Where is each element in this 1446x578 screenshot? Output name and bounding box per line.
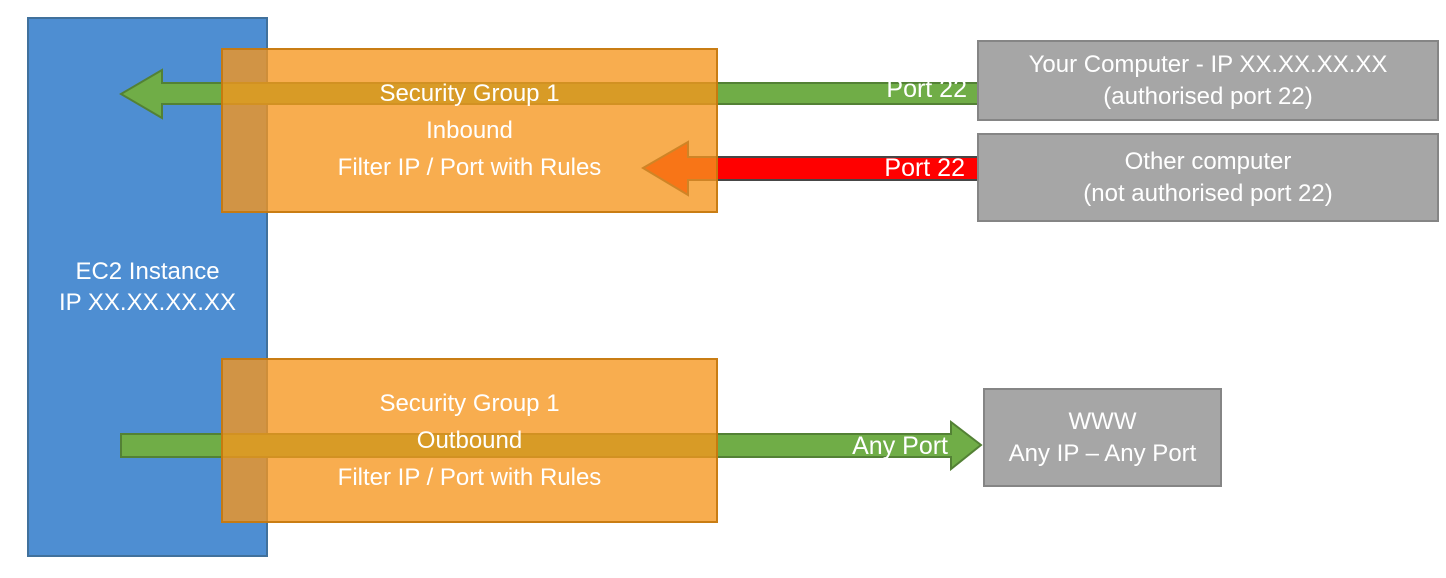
- your-computer-note: (authorised port 22): [1103, 82, 1313, 110]
- sg-inbound-direction: Inbound: [426, 117, 513, 144]
- sg-outbound-title: Security Group 1: [379, 390, 560, 417]
- sg-outbound-description: Filter IP / Port with Rules: [337, 464, 602, 491]
- sg-outbound-direction: Outbound: [416, 427, 523, 454]
- your-computer-box: Your Computer - IP XX.XX.XX.XX (authoris…: [977, 40, 1439, 121]
- security-group-inbound-box: Security Group 1 Inbound Filter IP / Por…: [221, 48, 718, 213]
- outbound-port-label: Any Port: [852, 432, 948, 460]
- www-box: WWW Any IP – Any Port: [983, 388, 1222, 487]
- inbound-blocked-port-label: Port 22: [884, 154, 965, 182]
- www-title: WWW: [1068, 407, 1137, 435]
- other-computer-title: Other computer: [1124, 147, 1292, 175]
- security-group-outbound-box: Security Group 1 Outbound Filter IP / Po…: [221, 358, 718, 523]
- other-computer-note: (not authorised port 22): [1083, 179, 1333, 207]
- ec2-instance-name: EC2 Instance: [75, 258, 220, 285]
- inbound-allowed-port-label: Port 22: [886, 75, 967, 103]
- other-computer-box: Other computer (not authorised port 22): [977, 133, 1439, 222]
- your-computer-title: Your Computer - IP XX.XX.XX.XX: [1028, 50, 1388, 78]
- www-note: Any IP – Any Port: [1008, 439, 1197, 467]
- sg-inbound-description: Filter IP / Port with Rules: [337, 154, 602, 181]
- sg-inbound-title: Security Group 1: [379, 80, 560, 107]
- ec2-instance-ip: IP XX.XX.XX.XX: [59, 289, 236, 316]
